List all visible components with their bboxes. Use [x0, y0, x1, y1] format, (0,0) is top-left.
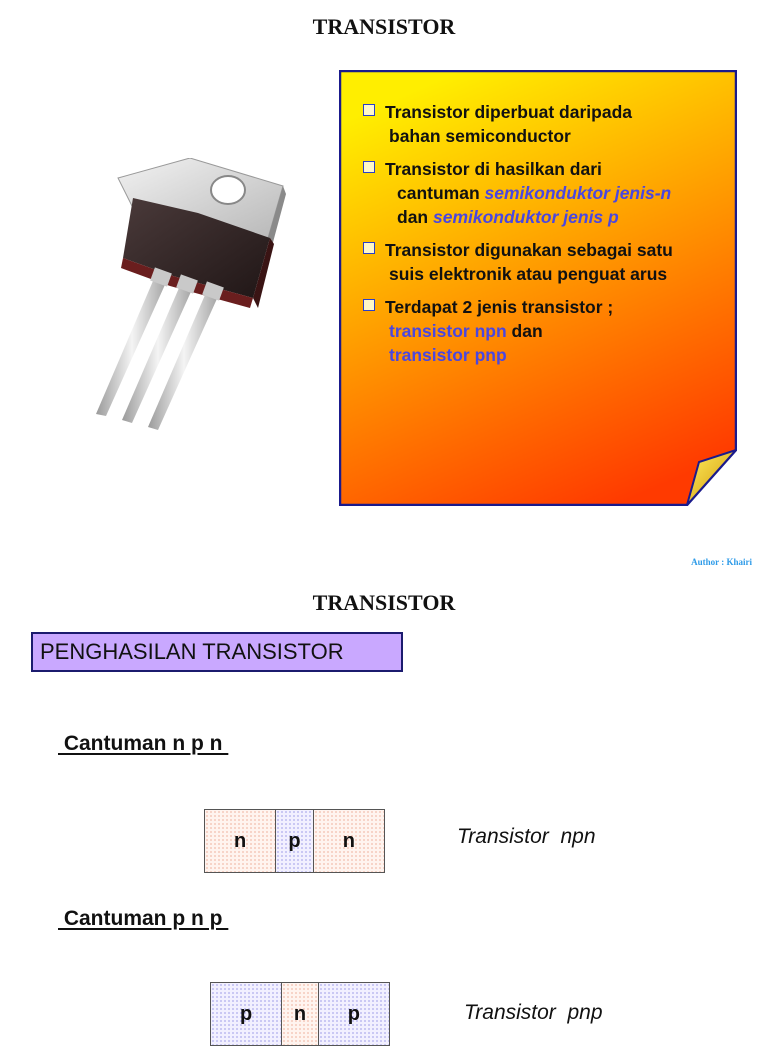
slide-title: TRANSISTOR	[312, 590, 456, 615]
bullet-text: dan	[506, 321, 543, 341]
bullet-text: bahan semiconductor	[389, 126, 571, 146]
highlight-term: transistor npn	[389, 321, 507, 341]
bullet-line: cantuman semikonduktor jenis-n	[385, 181, 741, 205]
transistor-type-label: Transistor pnp	[464, 1001, 603, 1024]
bullet-line: transistor pnp	[385, 343, 741, 367]
bullet-item: Transistor diperbuat daripada bahan semi…	[361, 100, 741, 148]
square-bullet-icon	[363, 104, 375, 116]
bullet-text: suis elektronik atau penguat arus	[389, 264, 668, 284]
bullet-text: Transistor digunakan sebagai satu	[385, 240, 673, 260]
section-heading: PENGHASILAN TRANSISTOR	[31, 632, 403, 672]
bullet-list: Transistor diperbuat daripada bahan semi…	[361, 100, 741, 376]
info-note-panel: Transistor diperbuat daripada bahan semi…	[339, 70, 737, 506]
n-region: n	[205, 810, 277, 872]
bullet-text: dan	[397, 207, 433, 227]
n-region: n	[282, 983, 319, 1045]
transistor-type-label: Transistor npn	[457, 825, 596, 848]
transistor-photo	[96, 158, 286, 430]
bullet-line: transistor npn dan	[385, 319, 741, 343]
bullet-text: Terdapat 2 jenis transistor ;	[385, 297, 614, 317]
pnp-junction-diagram: p n p	[210, 982, 390, 1046]
bullet-item: Transistor digunakan sebagai satu suis e…	[361, 238, 741, 286]
npn-junction-diagram: n p n	[204, 809, 385, 873]
highlight-term: transistor pnp	[389, 345, 507, 365]
square-bullet-icon	[363, 299, 375, 311]
junction-heading: Cantuman n p n	[58, 732, 229, 755]
author-credit: Author : Khairi	[691, 557, 752, 567]
highlight-term: semikonduktor jenis-n	[484, 183, 672, 203]
highlight-term: semikonduktor jenis p	[432, 207, 619, 227]
n-region: n	[313, 810, 384, 872]
p-region: p	[318, 983, 389, 1045]
bullet-text: Transistor di hasilkan dari	[385, 159, 602, 179]
bullet-line: dan semikonduktor jenis p	[385, 205, 741, 229]
p-region: p	[211, 983, 283, 1045]
bullet-item: Transistor di hasilkan dari cantuman sem…	[361, 157, 741, 229]
bullet-text: cantuman	[397, 183, 485, 203]
slide-title: TRANSISTOR	[312, 14, 456, 39]
square-bullet-icon	[363, 161, 375, 173]
bullet-text: Transistor diperbuat daripada	[385, 102, 632, 122]
bullet-item: Terdapat 2 jenis transistor ; transistor…	[361, 295, 741, 367]
square-bullet-icon	[363, 242, 375, 254]
p-region: p	[276, 810, 314, 872]
junction-heading: Cantuman p n p	[58, 907, 229, 930]
